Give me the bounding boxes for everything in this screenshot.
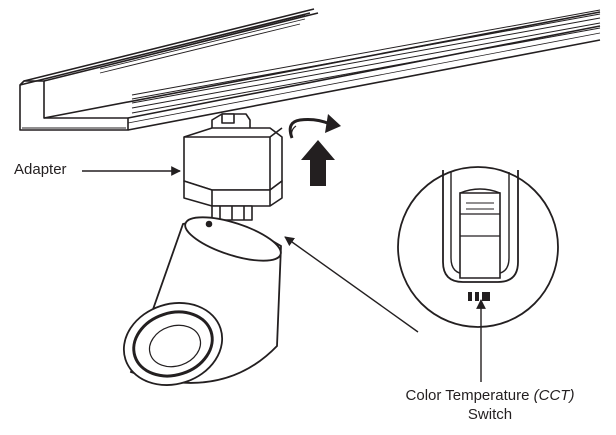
track-rail: [19, 8, 601, 131]
cct-label-abbreviation: (CCT): [533, 387, 575, 404]
switch-detail-inset: [397, 166, 559, 328]
up-arrow-icon: [301, 140, 335, 186]
leader-lines: [82, 166, 486, 382]
spotlight-head: [122, 216, 282, 386]
cct-label-prefix: Color Temperature: [405, 387, 534, 404]
adapter-label: Adapter: [14, 161, 67, 178]
cct-label-switch: Switch: [467, 406, 513, 423]
curved-rotate-arrow-icon: [288, 114, 341, 139]
adapter: [183, 113, 283, 221]
head-to-inset-leader-line: [284, 236, 419, 333]
cct-switch-label: Color Temperature (CCT) Switch: [376, 386, 604, 424]
